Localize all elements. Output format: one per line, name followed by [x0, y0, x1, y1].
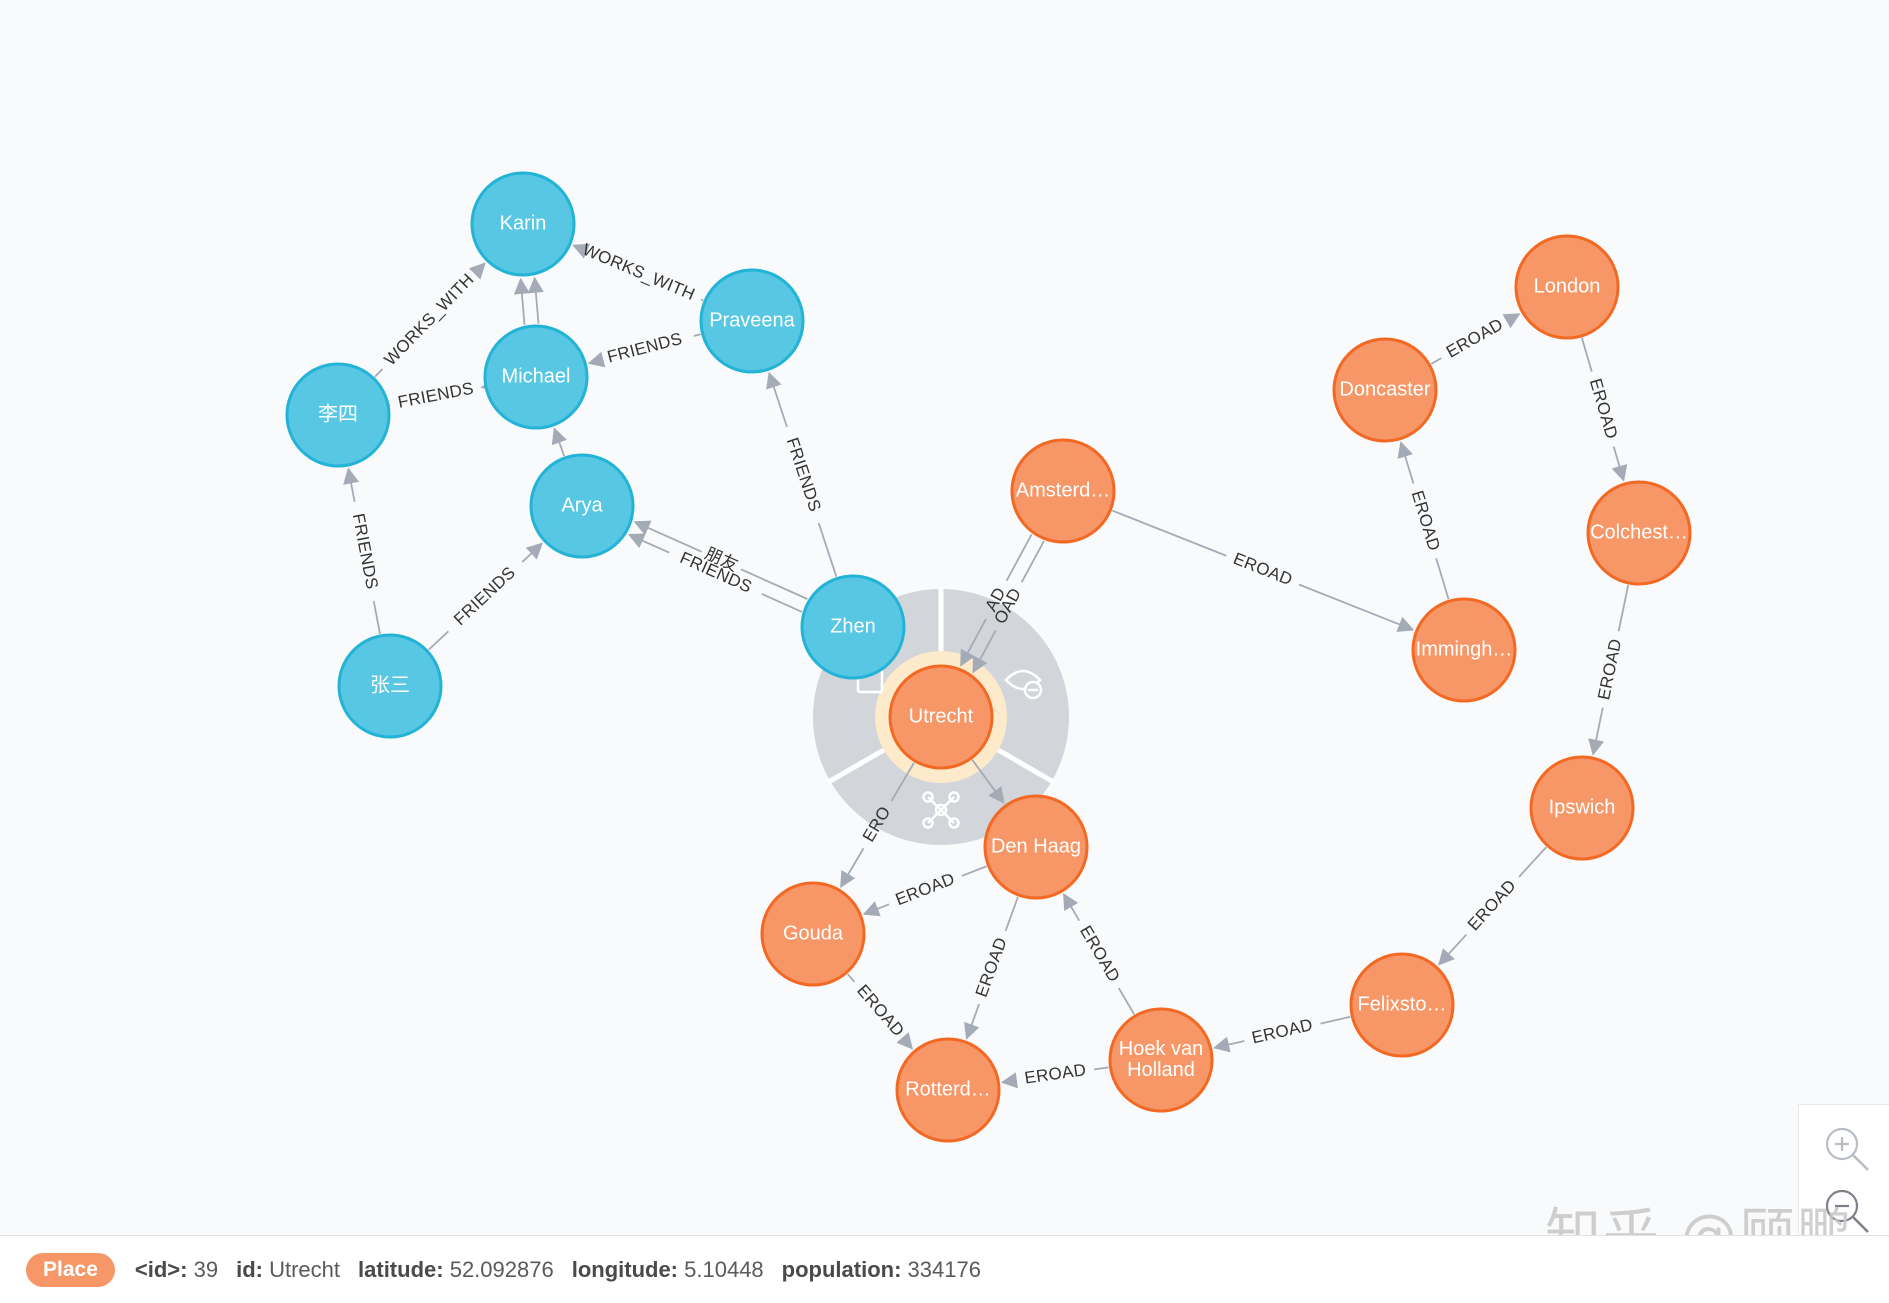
relationship-label: EROAD: [972, 935, 1011, 1000]
relationship[interactable]: EROAD: [1430, 313, 1521, 365]
node-caption: 李四: [318, 402, 358, 425]
place-node-gouda[interactable]: Gouda: [760, 881, 866, 987]
place-node-ipswich[interactable]: Ipswich: [1529, 755, 1635, 861]
node-caption: Doncaster: [1339, 378, 1430, 400]
relationship-label: EROAD: [893, 869, 958, 909]
relationship[interactable]: [513, 277, 530, 325]
node-caption: Karin: [500, 212, 547, 234]
relationship[interactable]: EROAD: [1588, 584, 1630, 756]
status-bar: Place <id>: 39 id: Utrecht latitude: 52.…: [0, 1235, 1889, 1303]
prop-id-internal: <id>: 39: [134, 1256, 219, 1282]
relationship[interactable]: FRIENDS: [766, 371, 838, 577]
relationship-label: FRIENDS: [605, 329, 684, 367]
prop-population: population: 334176: [781, 1256, 981, 1282]
node-caption: Zhen: [830, 615, 876, 637]
node-caption: Rotterd…: [905, 1078, 991, 1100]
relationship[interactable]: EROAD: [1581, 337, 1628, 482]
person-node-arya[interactable]: Arya: [529, 453, 635, 559]
place-node-colchester[interactable]: Colchest…: [1586, 480, 1692, 586]
place-node-doncaster[interactable]: Doncaster: [1332, 337, 1438, 443]
node-caption: Arya: [561, 494, 603, 516]
node-caption: Amsterd…: [1016, 479, 1110, 501]
node-caption: Michael: [502, 365, 571, 387]
relationship-label: EROAD: [1464, 876, 1520, 935]
relationship-label: EROAD: [1408, 488, 1444, 553]
zoom-in-icon[interactable]: [1821, 1123, 1873, 1175]
relationship-label: FRIENDS: [349, 512, 382, 591]
relationship[interactable]: FRIENDS: [587, 329, 701, 368]
relationship[interactable]: EROAD: [964, 896, 1019, 1040]
relationship[interactable]: FRIENDS: [343, 467, 382, 635]
relationship[interactable]: 朋友: [633, 520, 808, 600]
relationship[interactable]: EROAD: [1111, 509, 1415, 632]
relationship-label: WORKS_WITH: [580, 240, 698, 304]
place-node-immingham[interactable]: Immingh…: [1411, 597, 1517, 703]
relationship[interactable]: EROAD: [847, 973, 914, 1050]
node-caption: Ipswich: [1549, 796, 1616, 818]
node-caption: Immingh…: [1416, 638, 1513, 660]
relationship[interactable]: [551, 427, 567, 457]
relationship-label: WORKS_WITH: [380, 270, 477, 369]
node-caption: Felixsto…: [1358, 993, 1447, 1015]
place-node-amsterdam[interactable]: Amsterd…: [1010, 438, 1116, 544]
relationship-label: EROAD: [1023, 1060, 1087, 1087]
relationship[interactable]: WORKS_WITH: [374, 262, 486, 378]
zoom-out-icon[interactable]: [1821, 1185, 1873, 1237]
relationship-label: EROAD: [1250, 1015, 1315, 1047]
relationship-label: EROAD: [1231, 549, 1296, 590]
node-caption: Praveena: [709, 309, 795, 331]
graph-canvas[interactable]: WORKS_WITH WORKS_WITH FRIENDS FRIENDS FRIEND…: [0, 0, 1889, 1235]
relationship-label: FRIENDS: [396, 379, 475, 412]
relationship-label: FRIENDS: [450, 563, 519, 629]
prop-latitude: latitude: 52.092876: [358, 1256, 554, 1282]
relationship-label: EROAD: [1443, 315, 1506, 362]
place-node-utrecht[interactable]: Utrecht: [888, 664, 994, 770]
place-node-denhaag[interactable]: Den Haag: [983, 794, 1089, 900]
person-node-praveena[interactable]: Praveena: [699, 268, 805, 374]
relationship[interactable]: FRIENDS: [428, 542, 544, 651]
relationship[interactable]: FRIENDS: [386, 376, 498, 412]
place-node-felixstowe[interactable]: Felixsto…: [1349, 952, 1455, 1058]
prop-longitude: longitude: 5.10448: [571, 1256, 764, 1282]
place-node-rotterdam[interactable]: Rotterd…: [895, 1037, 1001, 1143]
node-caption: Den Haag: [991, 835, 1081, 857]
person-node-lisi[interactable]: 李四: [285, 362, 391, 468]
person-node-michael[interactable]: Michael: [483, 324, 589, 430]
relationship[interactable]: WORKS_WITH: [572, 240, 704, 304]
person-node-zhen[interactable]: Zhen: [800, 574, 906, 680]
label-badge[interactable]: Place: [26, 1252, 115, 1287]
eye-hide-icon[interactable]: [1004, 669, 1043, 700]
node-caption: Hoek van: [1119, 1038, 1204, 1060]
relationship-label: FRIENDS: [783, 435, 825, 514]
prop-id: id: Utrecht: [236, 1256, 341, 1282]
node-caption: Holland: [1127, 1059, 1195, 1081]
place-node-london[interactable]: London: [1514, 234, 1620, 340]
expand-graph-icon[interactable]: [922, 791, 960, 829]
node-caption: Colchest…: [1590, 521, 1688, 543]
node-caption: Utrecht: [909, 705, 974, 727]
relationship[interactable]: EROAD: [1397, 441, 1450, 600]
relationship-label: EROAD: [1594, 637, 1625, 702]
relationship[interactable]: EROAD: [862, 865, 987, 917]
node-caption: Gouda: [783, 922, 844, 944]
relationship-label: EROAD: [853, 981, 908, 1040]
person-node-karin[interactable]: Karin: [470, 171, 576, 277]
relationship-label: EROAD: [1586, 376, 1622, 441]
relationship[interactable]: [527, 276, 544, 324]
relationship[interactable]: EROAD: [1438, 846, 1547, 966]
zoom-controls: [1798, 1104, 1889, 1256]
person-node-zhangsan[interactable]: 张三: [337, 633, 443, 739]
relationship[interactable]: EROAD: [1000, 1060, 1109, 1089]
node-caption: London: [1534, 275, 1601, 297]
relationship[interactable]: EROAD: [1213, 1015, 1351, 1053]
relationship-label: EROAD: [1076, 922, 1124, 985]
relationship[interactable]: EROAD: [1063, 893, 1135, 1015]
relationship[interactable]: [971, 759, 1005, 804]
node-caption: 张三: [370, 673, 410, 696]
